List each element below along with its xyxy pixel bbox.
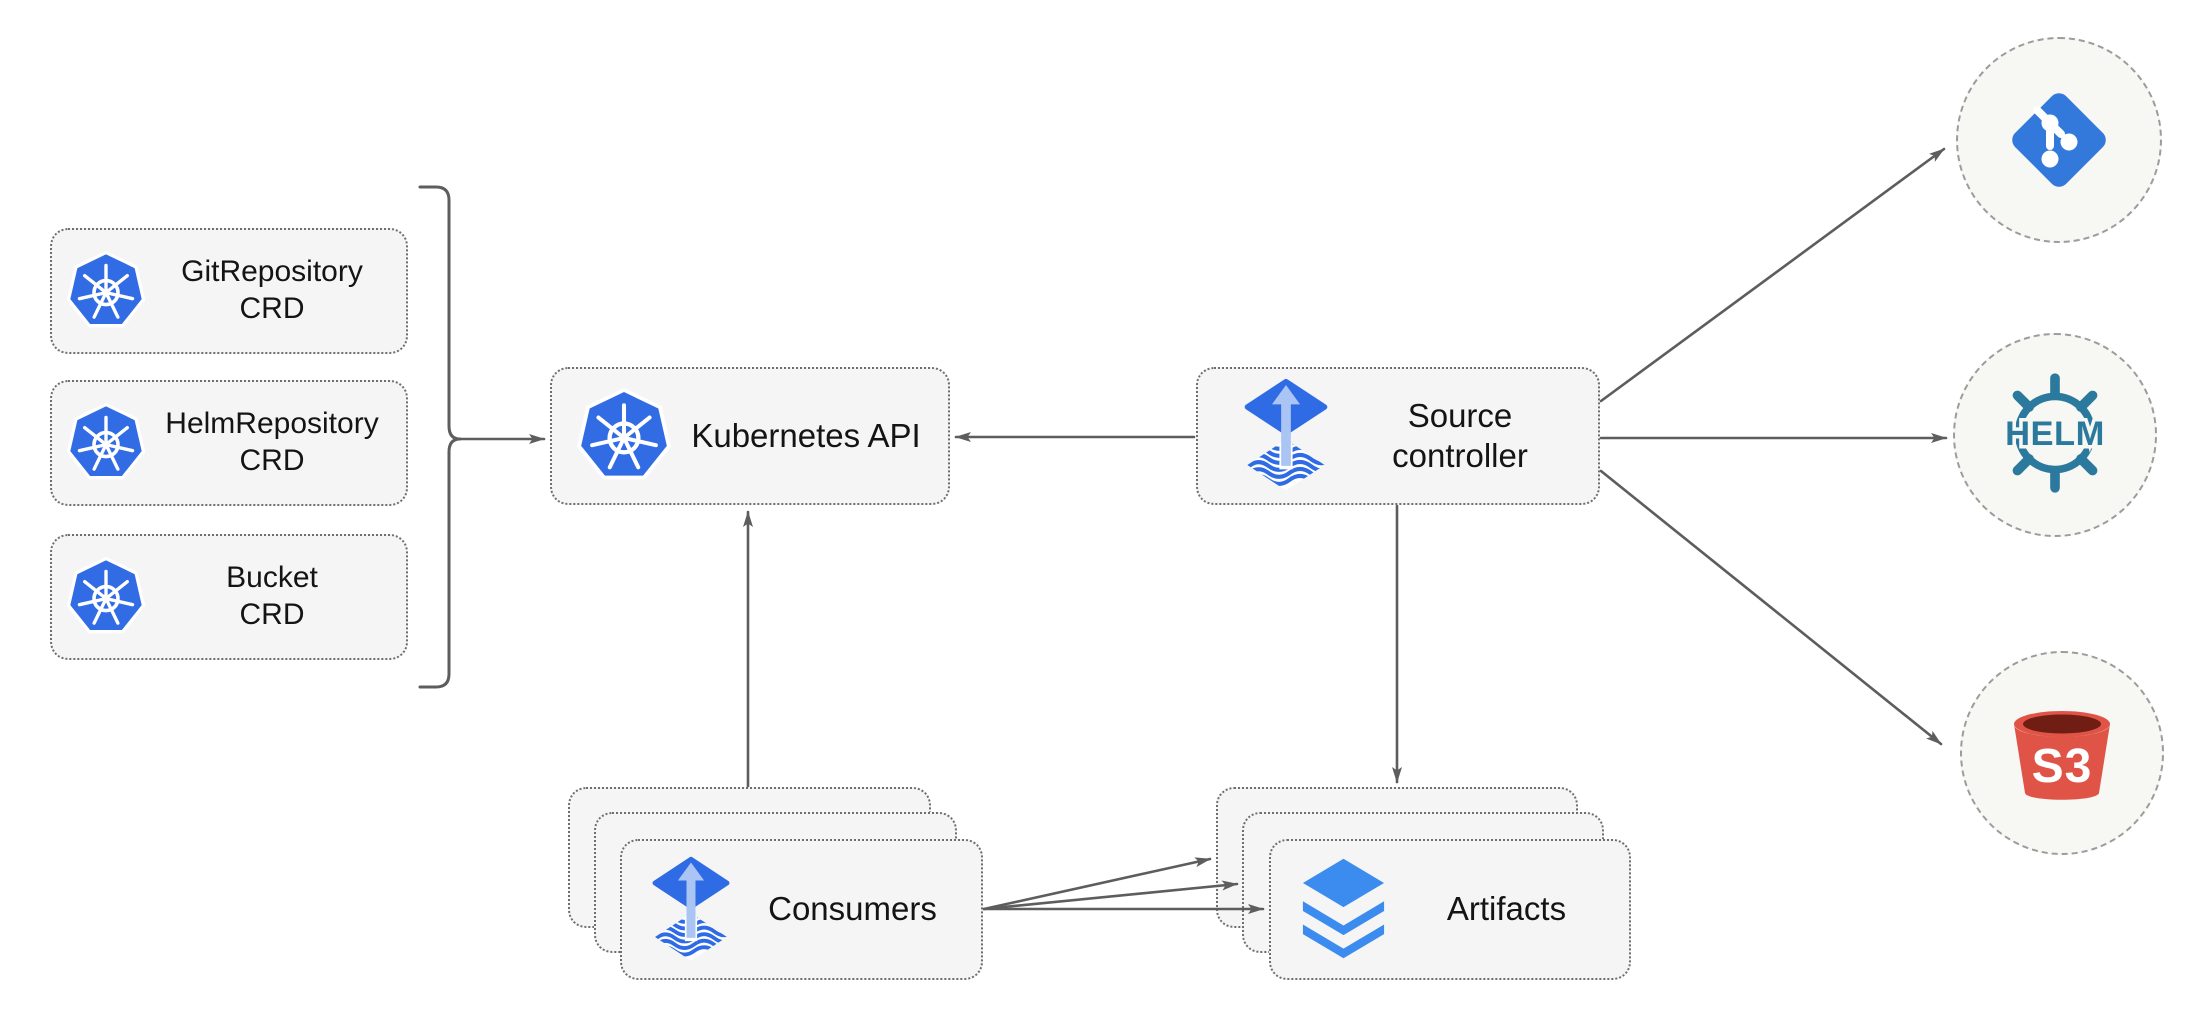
node-helmrepository-crd: HelmRepository CRD: [50, 380, 408, 506]
flux-icon: [650, 856, 732, 964]
node-consumers: Consumers: [620, 839, 983, 980]
node-label-kubernetes-api: Kubernetes API: [691, 416, 921, 454]
helm-icon: HELM: [1989, 369, 2121, 501]
kubernetes-icon: [66, 403, 146, 483]
node-helm-endpoint: HELM: [1953, 333, 2157, 537]
s3-bucket-icon: S3: [1997, 688, 2127, 818]
node-label-helmrepository-crd: HelmRepository CRD: [165, 407, 379, 477]
helm-logo-text: HELM: [2005, 415, 2105, 453]
node-kubernetes-api: Kubernetes API: [550, 367, 950, 505]
node-label-bucket-crd: Bucket CRD: [226, 561, 318, 631]
kubernetes-icon: [66, 557, 146, 637]
git-icon: [1999, 80, 2119, 200]
node-bucket-crd: Bucket CRD: [50, 534, 408, 660]
node-label-artifacts: Artifacts: [1446, 890, 1567, 928]
s3-logo-text: S3: [2032, 740, 2093, 793]
node-label-consumers: Consumers: [768, 890, 937, 928]
node-git-endpoint: [1956, 37, 2162, 243]
node-label-source-controller: Source controller: [1392, 396, 1528, 474]
node-artifacts: Artifacts: [1269, 839, 1631, 980]
kubernetes-icon: [66, 251, 146, 331]
layers-icon: [1295, 853, 1392, 967]
node-label-gitrepository-crd: GitRepository CRD: [181, 255, 363, 325]
flux-icon: [1242, 378, 1330, 494]
node-source-controller: Source controller: [1196, 367, 1600, 505]
node-gitrepository-crd: GitRepository CRD: [50, 228, 408, 354]
kubernetes-icon: [576, 388, 672, 484]
node-s3-endpoint: S3: [1960, 651, 2164, 855]
